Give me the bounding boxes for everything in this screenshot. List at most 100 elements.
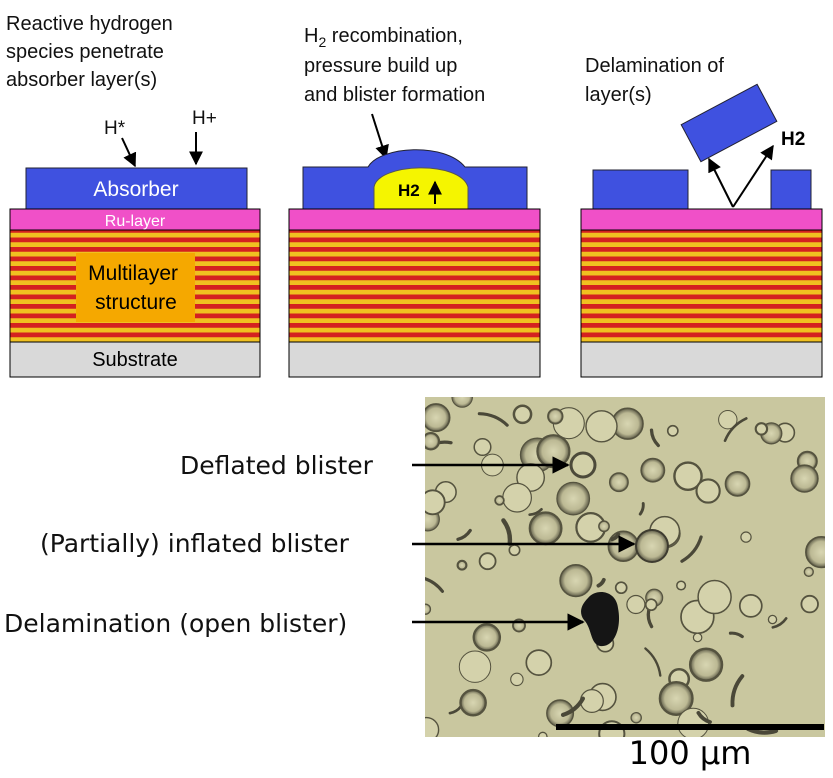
micrograph-blister: [478, 552, 497, 571]
micrograph-flake-edge: [649, 428, 660, 448]
micrograph-flake-edge: [528, 508, 543, 516]
scale-bar-label: 100 µm: [629, 734, 752, 772]
micrograph-blister: [614, 581, 628, 595]
micrograph-blister: [767, 614, 778, 625]
blister-pointer-arrow: [371, 113, 389, 160]
micrograph-blister: [598, 520, 610, 533]
micrograph-blister: [528, 511, 563, 546]
micrograph-blister: [658, 681, 694, 717]
micrograph-blister: [451, 397, 473, 408]
panel-3-caption-line: Delamination of: [585, 55, 724, 77]
micrograph-blister: [502, 482, 532, 513]
gas-escape-arrow-left: [708, 157, 734, 208]
micrograph-blister: [508, 544, 521, 557]
micrograph-blister: [585, 410, 618, 443]
panel-2-caption-line-2: pressure build up: [304, 55, 457, 77]
micrograph-blister: [740, 531, 752, 543]
micrograph-blister: [607, 530, 640, 562]
multilayer-label-line: structure: [95, 291, 177, 314]
micrograph-flake-edge: [644, 647, 662, 677]
scale-bar: [556, 724, 824, 730]
micrograph-blister: [459, 688, 487, 717]
micrograph-blister: [673, 461, 703, 492]
micrograph-flake-edge: [638, 501, 645, 516]
h2-prefix: H: [304, 25, 318, 47]
h2-bubble: [373, 167, 469, 210]
recombination-text: recombination,: [326, 25, 463, 47]
micrograph-blister: [525, 649, 553, 676]
micrograph-flake-edge: [771, 617, 788, 629]
h2-bubble-label: H2: [398, 181, 420, 200]
panel-3-caption-line: layer(s): [585, 84, 652, 106]
micrograph-blister: [559, 563, 593, 598]
gas-escape-arrow-right: [732, 144, 774, 208]
micrograph-flake-edge: [560, 696, 585, 717]
micrograph-blister: [473, 437, 492, 457]
inflated-blister-label: (Partially) inflated blister: [40, 529, 350, 558]
micrograph-flake-edge: [501, 518, 513, 546]
micrograph-flake-edge: [610, 532, 621, 542]
micrograph-blister: [688, 647, 724, 682]
micrograph-blister: [666, 424, 679, 437]
micrograph-blister: [718, 410, 738, 430]
micrograph-blister: [537, 731, 548, 737]
micrograph-flake-edge: [696, 711, 712, 724]
micrograph-blister: [547, 408, 564, 425]
ru-layer: [580, 208, 823, 231]
micrograph-blister: [425, 603, 432, 615]
micrograph-flake-edge: [730, 674, 745, 708]
panel-2-caption-line-1: H2 recombination,: [304, 25, 463, 50]
micrograph-flake-edge: [477, 412, 509, 427]
micrograph-blister: [512, 404, 533, 425]
micrograph-blister: [458, 650, 492, 683]
micrograph-blister: [754, 422, 769, 436]
multilayer-stack: [580, 229, 823, 343]
open-blister: [581, 592, 620, 647]
multilayer-stack: [288, 229, 541, 343]
micrograph-blister: [494, 495, 505, 506]
micrograph-blister: [425, 716, 440, 737]
micrograph-blister: [608, 472, 629, 493]
micrograph-blister: [510, 672, 524, 687]
micrograph-blister: [425, 403, 451, 433]
panel-1-caption: Reactive hydrogen species penetrate abso…: [6, 13, 178, 91]
absorber-label: Absorber: [93, 178, 178, 201]
substrate-label: Substrate: [92, 349, 178, 371]
micrograph-blister: [425, 489, 446, 516]
micrograph-blister: [724, 471, 751, 497]
delaminated-flake: [680, 83, 778, 163]
ru-layer: [288, 208, 541, 231]
micrograph-blister: [456, 559, 468, 571]
micrograph-flake-edge: [646, 608, 654, 629]
micrograph-blister: [640, 457, 666, 483]
deflated-blister-label: Deflated blister: [180, 451, 374, 480]
gas-label: H2: [781, 129, 805, 150]
micrograph-blister: [800, 594, 819, 614]
micrograph-flake-edge: [723, 417, 748, 442]
micrograph-blister: [695, 478, 721, 504]
micrograph-blister: [556, 481, 591, 516]
micrograph-flake-edge: [596, 578, 606, 588]
h-star-label: H*: [104, 118, 126, 139]
substrate-layer: [580, 341, 823, 378]
delamination-label: Delamination (open blister): [4, 609, 347, 638]
panel-3-caption: Delamination of layer(s): [585, 55, 730, 106]
panel-3: Delamination of layer(s) H2: [580, 55, 823, 378]
micrograph-blister: [692, 632, 703, 643]
deflated-blister: [569, 451, 597, 479]
h-plus-label: H+: [192, 108, 217, 129]
micrograph: Deflated blister (Partially) inflated bl…: [4, 397, 825, 772]
micrograph-blister: [790, 464, 819, 493]
micrograph-features: [425, 397, 825, 737]
panel-1-caption-line: species penetrate: [6, 41, 164, 63]
micrograph-blister: [803, 566, 814, 578]
panel-2-caption-line-3: and blister formation: [304, 84, 485, 106]
h-star-arrow: [121, 137, 137, 168]
micrograph-blister: [536, 434, 571, 469]
substrate-layer: [288, 341, 541, 378]
micrograph-flake-edge: [456, 528, 472, 541]
h2-subscript: 2: [318, 34, 326, 50]
micrograph-blister: [472, 623, 502, 652]
micrograph-blister: [805, 535, 825, 569]
